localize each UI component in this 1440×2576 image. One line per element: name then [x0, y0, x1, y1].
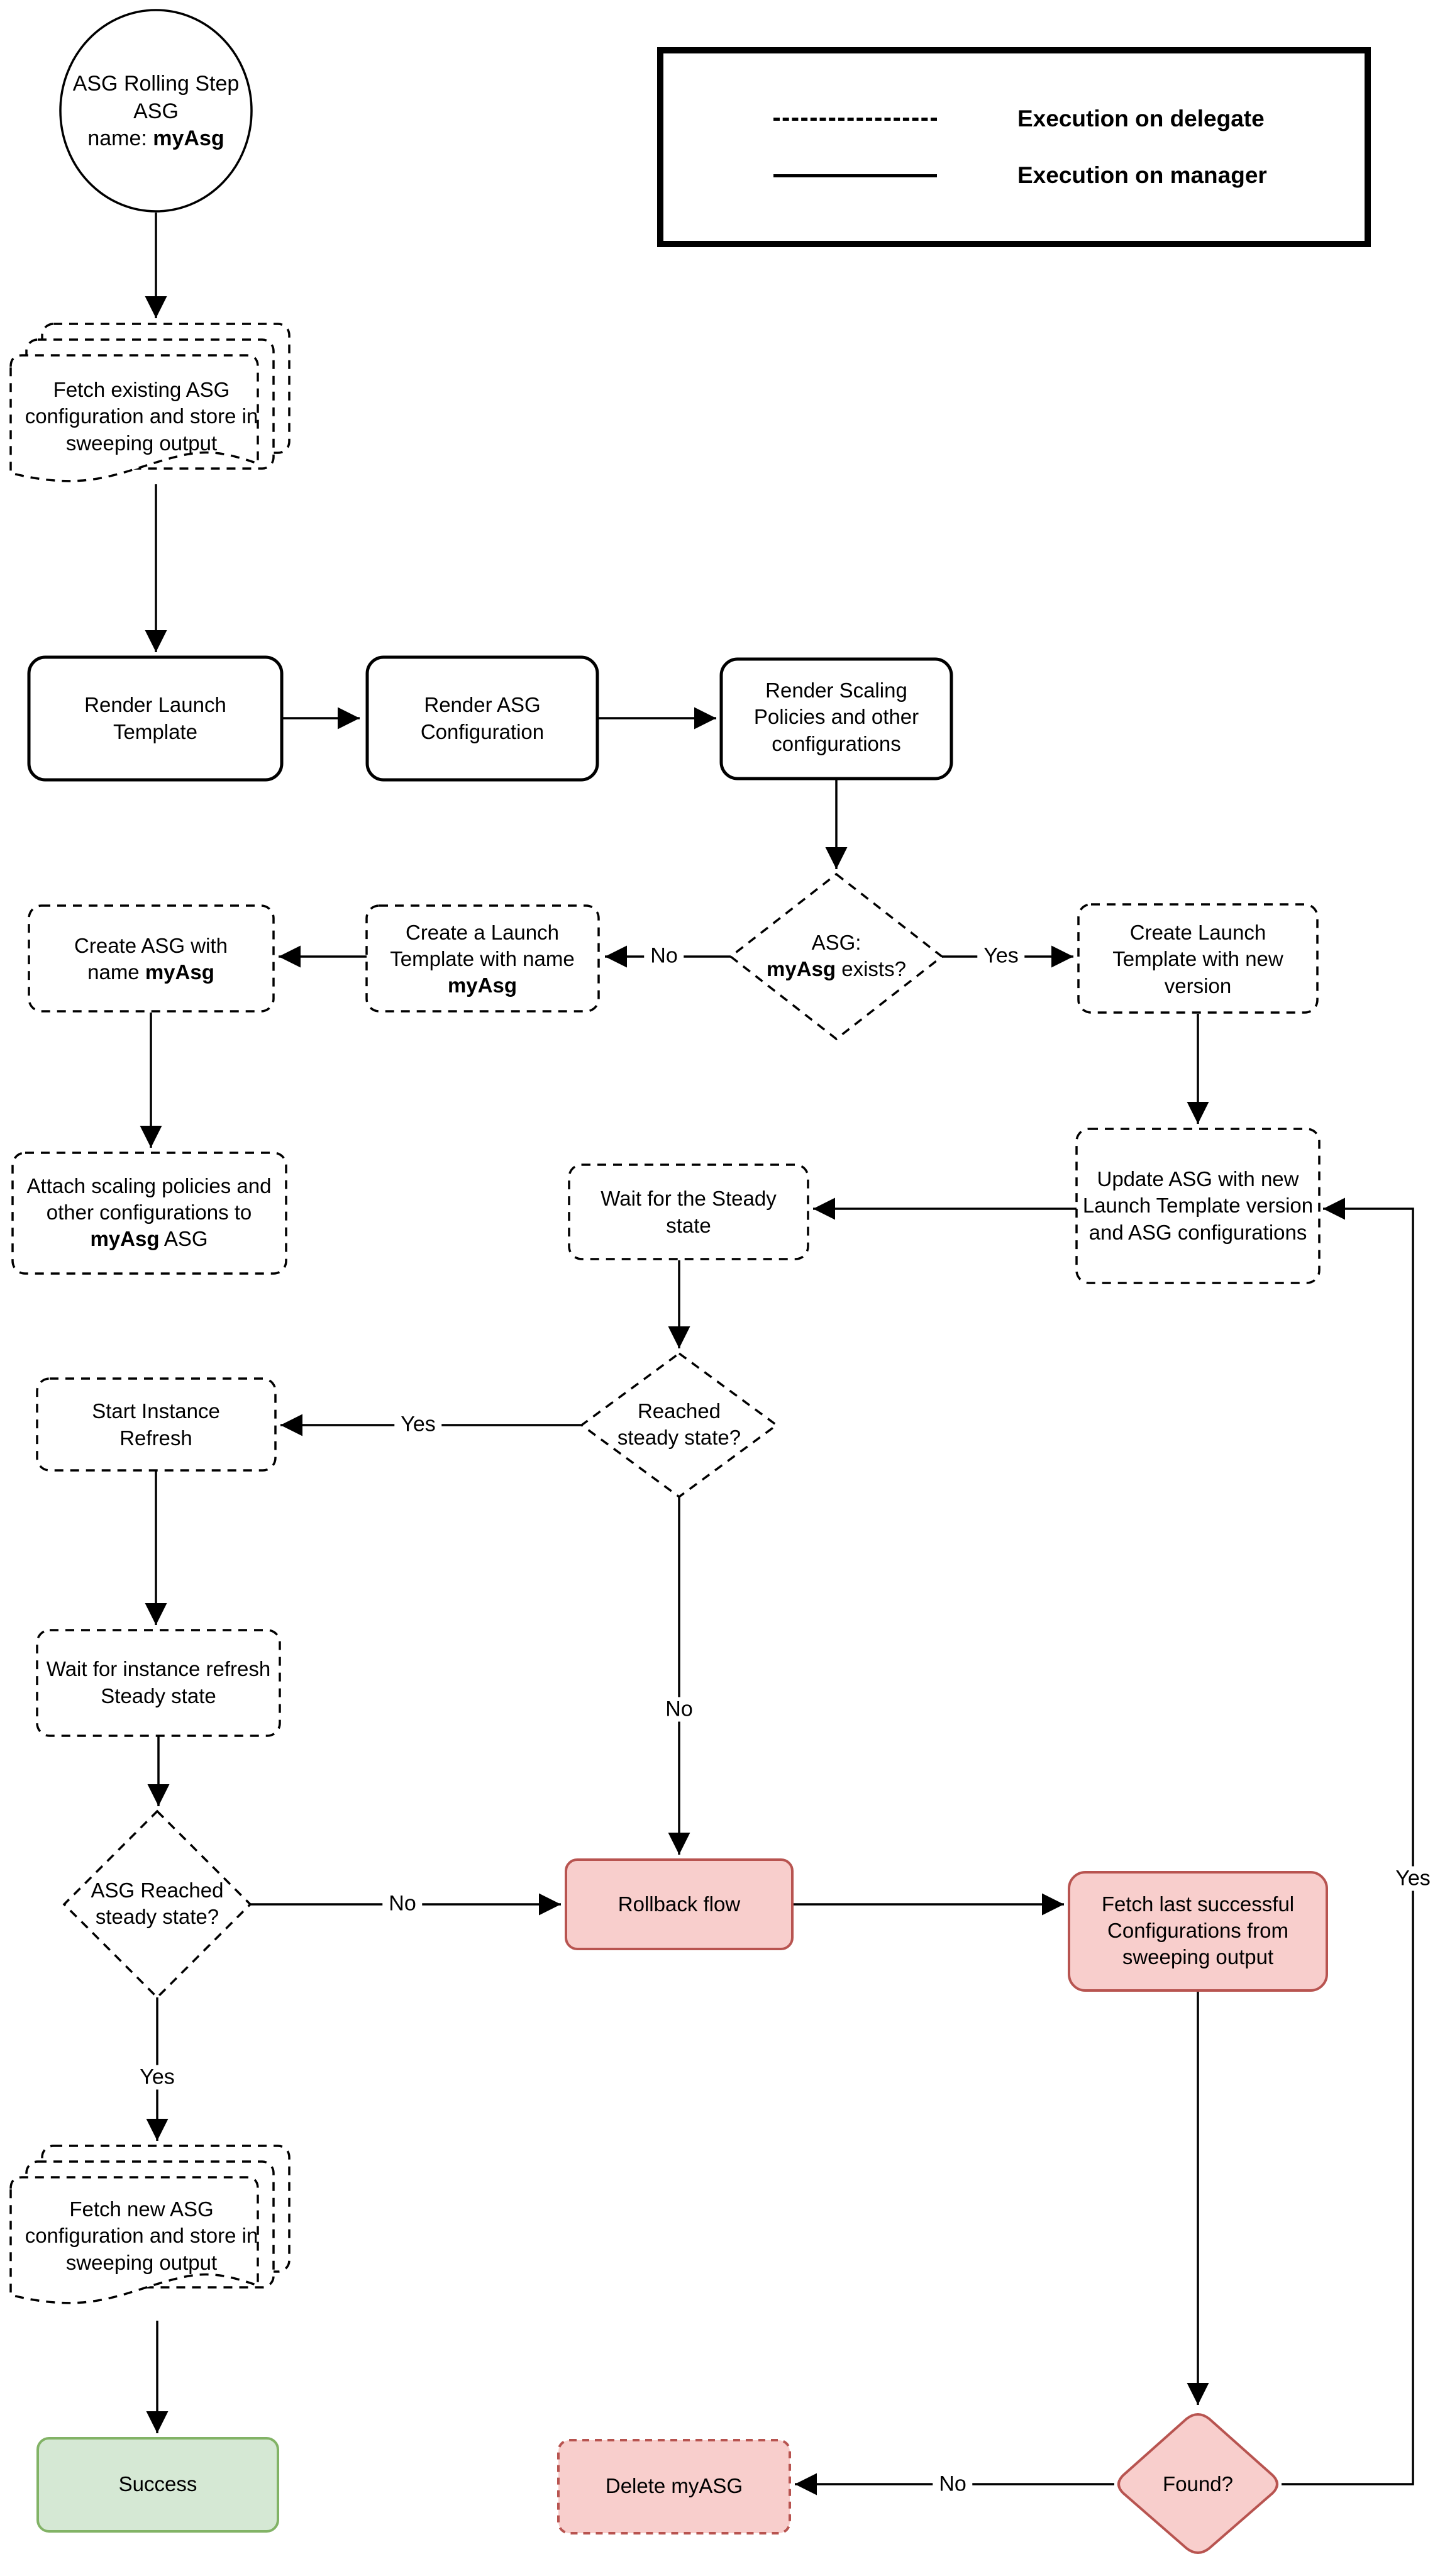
asg-exists-name: myAsg: [767, 957, 836, 980]
edge-label-asg-reached-yes: Yes: [133, 2065, 181, 2090]
asg-exists-line2: myAsg exists?: [767, 956, 906, 982]
edge-label-found-yes: Yes: [1389, 1866, 1437, 1891]
render-launch-template-node: Render Launch Template: [61, 660, 250, 777]
attach-suffix: ASG: [159, 1227, 208, 1251]
create-asg-prefix: Create ASG with name: [74, 933, 228, 984]
edge-label-found-no: No: [933, 2472, 973, 2497]
render-asg-configuration-node: Render ASG Configuration: [388, 660, 577, 777]
start-instance-refresh-node: Start Instance Refresh: [74, 1376, 238, 1474]
reached-steady-label: Reached steady state?: [617, 1399, 741, 1449]
edge-label-reached-steady-no: No: [659, 1697, 699, 1722]
attach-name: myAsg: [90, 1227, 160, 1251]
attach-scaling-node: Attach scaling policies and other config…: [17, 1156, 281, 1269]
solid-line-sample: [773, 174, 937, 177]
fetch-existing-label: Fetch existing ASG configuration and sto…: [25, 378, 258, 455]
asg-exists-line1: ASG:: [811, 930, 861, 954]
start-line1: ASG Rolling Step: [72, 72, 240, 96]
legend-row-delegate: Execution on delegate: [663, 106, 1365, 132]
start-name-prefix: name:: [87, 126, 153, 151]
create-asg-name: myAsg: [145, 960, 214, 984]
create-launch-template-new-node: Create Launch Template with new version: [1088, 908, 1308, 1011]
found-label: Found?: [1163, 2472, 1233, 2496]
asg-exists-rest: exists?: [836, 957, 906, 980]
edge-label-reached-steady-yes: Yes: [394, 1412, 442, 1437]
legend-row-manager: Execution on manager: [663, 162, 1365, 189]
start-line3: name: myAsg: [87, 125, 224, 153]
wait-instance-refresh-node: Wait for instance refresh Steady state: [42, 1634, 275, 1731]
create-launch-template-new-label: Create Launch Template with new version: [1112, 921, 1283, 997]
render-launch-template-label: Render Launch Template: [84, 693, 226, 743]
edge-label-asg-exists-no: No: [644, 943, 684, 969]
cltn-name: myAsg: [447, 974, 518, 997]
update-asg-node: Update ASG with new Launch Template vers…: [1082, 1132, 1314, 1280]
attach-scaling-label: Attach scaling policies and other config…: [17, 1173, 281, 1253]
fetch-last-successful-label: Fetch last successful Configurations fro…: [1101, 1892, 1295, 1969]
render-scaling-policies-node: Render Scaling Policies and other config…: [736, 659, 937, 775]
attach-prefix: Attach scaling policies and other config…: [26, 1174, 272, 1224]
wait-steady-label: Wait for the Steady state: [601, 1187, 777, 1237]
start-instance-refresh-label: Start Instance Refresh: [92, 1399, 220, 1450]
start-asg-name: myAsg: [153, 126, 224, 151]
success-label: Success: [118, 2472, 197, 2496]
rollback-flow-label: Rollback flow: [618, 1892, 741, 1916]
asg-reached-steady-label: ASG Reached steady state?: [91, 1878, 224, 1928]
cltn-prefix: Create a Launch Template with name: [390, 920, 575, 970]
edge-label-asg-exists-yes: Yes: [977, 943, 1025, 969]
asg-reached-steady-decision: ASG Reached steady state?: [79, 1853, 236, 1954]
fetch-new-node: Fetch new ASG configuration and store in…: [16, 2181, 267, 2291]
rollback-flow-node: Rollback flow: [585, 1860, 773, 1948]
fetch-last-successful-node: Fetch last successful Configurations fro…: [1075, 1874, 1321, 1987]
success-node: Success: [57, 2440, 259, 2528]
create-launch-template-named-label: Create a Launch Template with name myAsg: [385, 919, 580, 999]
delete-myasg-label: Delete myASG: [605, 2473, 743, 2497]
asg-exists-decision: ASG: myAsg exists?: [742, 906, 931, 1006]
dashed-line-sample: [773, 117, 937, 121]
update-asg-label: Update ASG with new Launch Template vers…: [1082, 1167, 1314, 1244]
legend-box: Execution on delegate Execution on manag…: [657, 47, 1371, 247]
render-asg-configuration-label: Render ASG Configuration: [420, 693, 545, 743]
start-line2: ASG: [133, 99, 179, 123]
edge-label-asg-reached-no: No: [382, 1891, 423, 1916]
create-asg-label: Create ASG with name myAsg: [57, 933, 245, 985]
delete-myasg-node: Delete myASG: [572, 2442, 776, 2530]
legend-delegate-label: Execution on delegate: [1017, 106, 1265, 131]
found-decision: Found?: [1135, 2446, 1261, 2522]
create-launch-template-named-node: Create a Launch Template with name myAsg: [385, 909, 580, 1009]
fetch-existing-node: Fetch existing ASG configuration and sto…: [16, 362, 267, 472]
create-asg-node: Create ASG with name myAsg: [53, 909, 248, 1009]
wait-instance-refresh-label: Wait for instance refresh Steady state: [46, 1657, 271, 1707]
wait-steady-node: Wait for the Steady state: [585, 1163, 792, 1261]
fetch-new-label: Fetch new ASG configuration and store in…: [25, 2197, 258, 2274]
start-node: ASG Rolling Step ASG name: myAsg: [49, 53, 263, 170]
reached-steady-decision: Reached steady state?: [604, 1374, 755, 1475]
legend-manager-label: Execution on manager: [1017, 162, 1267, 188]
render-scaling-policies-label: Render Scaling Policies and other config…: [753, 679, 919, 755]
